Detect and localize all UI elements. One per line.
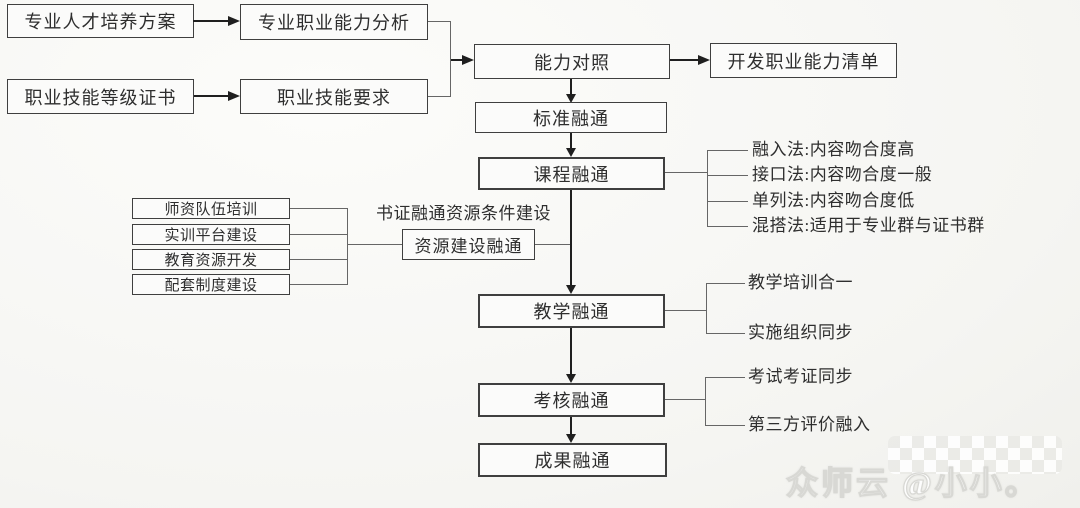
assessment-point-item: 考试考证同步 (748, 367, 853, 386)
arrow-line-talent-to-analysis (193, 20, 229, 22)
arrowhead-down-icon (566, 148, 576, 157)
connector-assessment-stub (705, 377, 745, 378)
connector-teaching-bracket (665, 310, 706, 311)
box-resource-build-integration: 资源建设融通 (402, 229, 535, 260)
connector-method-stub (707, 150, 748, 151)
box-talent-plan: 专业人才培养方案 (7, 4, 194, 38)
connector-resource-stub (290, 259, 347, 260)
arrow-line-teaching-to-assessment (570, 328, 572, 375)
arrowhead-down-icon (566, 94, 576, 103)
course-method-item: 单列法:内容吻合度低 (752, 191, 915, 210)
connector-teaching-bracket-bus (706, 283, 707, 334)
arrowhead-down-icon (566, 374, 576, 383)
connector-method-stub (707, 175, 748, 176)
connector-assessment-stub (705, 425, 745, 426)
label-resource-condition: 书证融通资源条件建设 (376, 204, 551, 223)
arrow-line-standard-to-course (570, 133, 572, 149)
course-method-item: 融入法:内容吻合度高 (752, 140, 915, 159)
assessment-point-item: 第三方评价融入 (748, 415, 871, 434)
connector-teaching-stub (706, 333, 745, 334)
course-method-item: 接口法:内容吻合度一般 (752, 165, 933, 184)
arrowhead-right-icon (228, 16, 240, 26)
teaching-point-item: 实施组织同步 (748, 323, 853, 342)
box-course-integration: 课程融通 (478, 157, 665, 190)
arrow-line-compare-to-standard (570, 79, 572, 95)
arrow-line-compare-to-list (670, 59, 699, 61)
connector-resource-stub (290, 234, 347, 235)
connector-resource-bus (347, 208, 348, 285)
arrowhead-right-icon (228, 91, 240, 101)
connector-bus-to-resource-box (347, 244, 402, 245)
connector-resource-stub (290, 208, 347, 209)
arrowhead-down-icon (566, 434, 576, 443)
connector-analysis-stub (428, 21, 450, 22)
arrowhead-right-icon (462, 55, 474, 65)
box-teaching-integration: 教学融通 (478, 294, 665, 328)
arrow-line-assessment-to-outcome (570, 417, 572, 435)
connector-assessment-bracket (665, 399, 705, 400)
connector-method-stub (707, 201, 748, 202)
mosaic-blur-patch (888, 436, 1062, 474)
box-resource-development: 教育资源开发 (132, 249, 290, 270)
connector-merge-bus (450, 21, 451, 97)
connector-requirement-stub (428, 96, 450, 97)
arrow-line-certificate-to-requirement (194, 95, 229, 97)
box-ability-list: 开发职业能力清单 (710, 43, 897, 78)
box-outcome-integration: 成果融通 (478, 443, 667, 477)
box-standard-integration: 标准融通 (475, 102, 667, 133)
box-ability-compare: 能力对照 (474, 44, 670, 79)
box-training-platform: 实训平台建设 (132, 224, 290, 245)
box-ability-analysis: 专业职业能力分析 (240, 4, 428, 40)
box-skill-requirement: 职业技能要求 (240, 79, 428, 114)
box-teacher-training: 师资队伍培训 (132, 198, 290, 219)
teaching-point-item: 教学培训合一 (748, 273, 853, 292)
box-skill-certificate: 职业技能等级证书 (7, 79, 194, 114)
connector-course-bracket-bus (707, 150, 708, 227)
connector-assessment-bracket-bus (705, 377, 706, 426)
arrow-line-merge-to-compare (451, 59, 463, 61)
connector-teaching-stub (706, 283, 745, 284)
connector-method-stub (707, 226, 748, 227)
connector-course-bracket (665, 172, 707, 173)
box-support-system: 配套制度建设 (132, 274, 290, 295)
box-assessment-integration: 考核融通 (478, 383, 665, 417)
course-method-item: 混搭法:适用于专业群与证书群 (752, 216, 985, 235)
watermark-text: 众师云 @小小。 (785, 464, 1040, 501)
connector-resource-box-to-mainline (535, 244, 570, 245)
arrowhead-right-icon (698, 55, 710, 65)
arrowhead-down-icon (566, 285, 576, 294)
connector-resource-stub (290, 284, 347, 285)
arrow-line-course-to-teaching (570, 190, 572, 285)
